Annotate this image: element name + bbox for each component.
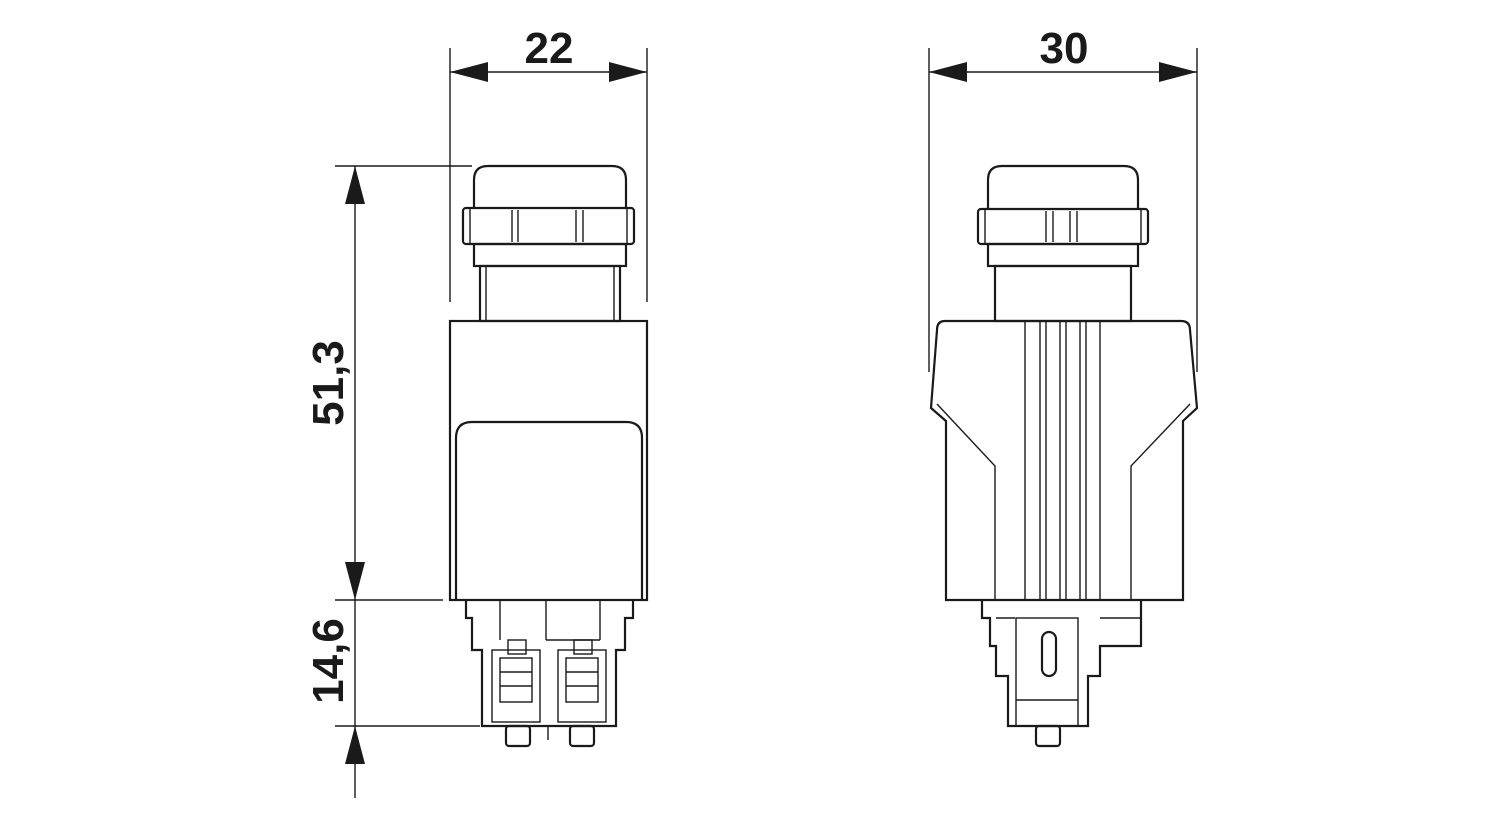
side-contact-right <box>557 649 607 723</box>
side-housing-panel <box>454 420 644 600</box>
front-housing-bevel-right <box>1130 403 1191 600</box>
front-contact-slot <box>1040 630 1058 678</box>
side-pin-left <box>504 724 532 748</box>
front-neck-collar <box>986 242 1140 268</box>
front-pin <box>1034 724 1062 748</box>
front-housing <box>929 319 1199 602</box>
front-connector-base <box>980 600 1143 728</box>
front-contact-body <box>1015 617 1079 727</box>
dimension-label-height-pins: 14,6 <box>304 618 353 704</box>
front-cap-dome <box>986 164 1140 209</box>
side-neck <box>478 264 622 323</box>
side-housing <box>448 319 649 602</box>
front-view <box>929 164 1199 748</box>
side-neck-collar <box>472 242 628 268</box>
front-neck <box>993 264 1133 323</box>
side-view <box>448 164 649 748</box>
front-housing-bevel-left <box>936 403 996 600</box>
front-ribs <box>1024 321 1101 600</box>
side-contact-left <box>491 649 541 723</box>
dimension-label-width-front: 30 <box>1040 24 1089 73</box>
dimension-height-body <box>335 165 472 601</box>
dimension-label-width-side: 22 <box>525 24 574 73</box>
side-pin-right <box>568 724 596 748</box>
side-cap-ring <box>461 206 636 246</box>
dimension-label-height-body: 51,3 <box>304 340 353 426</box>
dimension-height-pins <box>335 600 480 798</box>
side-connector-base <box>464 600 635 728</box>
dimension-width-front <box>928 48 1198 372</box>
side-cap-dome <box>472 164 628 208</box>
dimension-width-side <box>449 48 648 302</box>
front-cap-ring <box>976 207 1150 246</box>
